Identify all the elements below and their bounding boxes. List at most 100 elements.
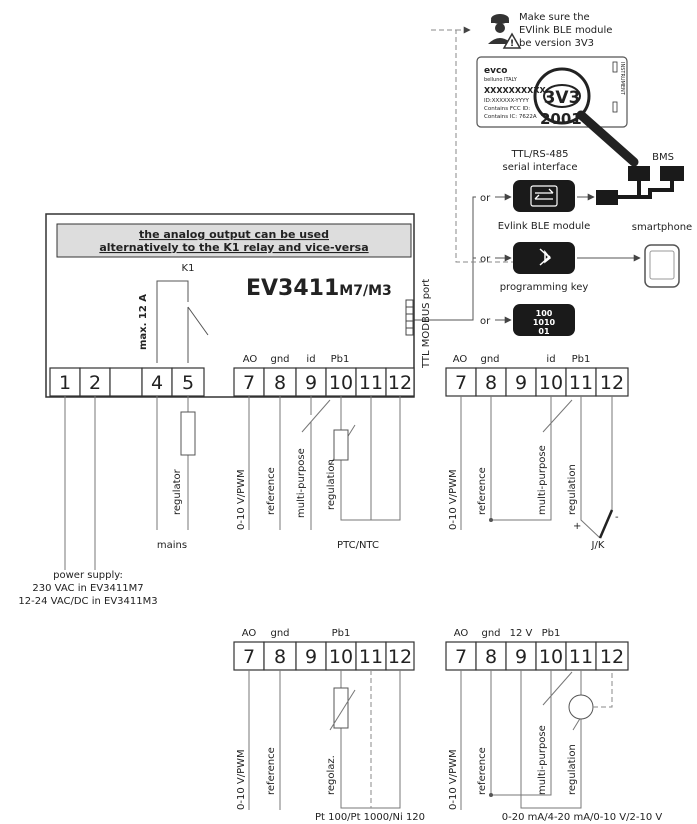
tr-caption: 0-20 mA/4-20 mA/0-10 V/2-10 V: [502, 812, 663, 823]
tc-plus-label: +: [573, 521, 581, 532]
svg-text:regolaz.: regolaz.: [326, 755, 337, 795]
svg-text:regulator: regulator: [172, 468, 183, 515]
warning-line-3: be version 3V3: [519, 38, 594, 49]
svg-text:2: 2: [89, 372, 101, 394]
smartphone-label: smartphone: [632, 222, 692, 233]
ttl-modbus-port-icon: [405, 299, 414, 336]
pt-terminal-block: 7 8 9 10 11 12: [233, 641, 415, 671]
svg-text:Pb1: Pb1: [332, 628, 351, 639]
svg-text:belluno ITALY: belluno ITALY: [484, 77, 518, 83]
svg-text:11: 11: [569, 646, 593, 668]
ptc-ntc-label: PTC/NTC: [337, 540, 379, 551]
binary-usb-icon: 100 1010 01: [513, 304, 575, 336]
svg-text:1: 1: [59, 372, 71, 394]
ptc-ntc-probe-icon: [333, 429, 349, 461]
svg-text:7: 7: [243, 646, 255, 668]
svg-text:5: 5: [182, 372, 194, 394]
svg-text:11: 11: [359, 372, 383, 394]
bms-network-icon: [596, 166, 684, 205]
svg-text:multi-purpose: multi-purpose: [537, 725, 548, 795]
svg-text:XXXXXXXXXX: XXXXXXXXXX: [484, 86, 547, 95]
svg-text:9: 9: [515, 646, 527, 668]
svg-text:multi-purpose: multi-purpose: [537, 445, 548, 515]
svg-text:id: id: [546, 354, 555, 365]
svg-text:INSTRUMENT: INSTRUMENT: [619, 62, 625, 96]
svg-text:10: 10: [329, 372, 353, 394]
tc-minus-label: -: [615, 512, 619, 523]
svg-text:4: 4: [151, 372, 163, 394]
warning-line-1: Make sure the: [519, 12, 590, 23]
svg-text:AO: AO: [242, 628, 257, 639]
regulator-load-icon: [180, 411, 196, 456]
bms-label: BMS: [652, 152, 674, 163]
mains-label: mains: [157, 540, 187, 551]
svg-text:100: 100: [536, 309, 553, 318]
svg-text:8: 8: [274, 372, 286, 394]
svg-text:reference: reference: [266, 747, 277, 795]
svg-text:7: 7: [243, 372, 255, 394]
notice-line-2: alternatively to the K1 relay and vice-v…: [99, 241, 368, 254]
evlink-label: Evlink BLE module: [498, 221, 591, 232]
svg-text:gnd: gnd: [481, 628, 500, 639]
svg-text:0-10 V/PWM: 0-10 V/PWM: [448, 749, 459, 810]
model-name: EV3411M7/M3: [246, 276, 392, 301]
svg-text:9: 9: [515, 372, 527, 394]
svg-text:11: 11: [359, 646, 383, 668]
svg-text:8: 8: [485, 372, 497, 394]
or-label-2: or: [480, 254, 491, 265]
svg-text:12 V: 12 V: [510, 628, 533, 639]
power-label-2: 230 VAC in EV3411M7: [32, 583, 143, 594]
max-current-label: max. 12 A: [138, 294, 149, 350]
svg-text:0-10 V/PWM: 0-10 V/PWM: [448, 469, 459, 530]
brand-logo: evco: [484, 66, 508, 76]
version-badge: 3V3: [544, 88, 581, 108]
svg-text:10: 10: [539, 372, 563, 394]
svg-text:1010: 1010: [533, 318, 556, 327]
or-label-1: or: [480, 193, 491, 204]
main-terminal-block: 1 2 4 5 7 8 9 10 11 12: [49, 367, 415, 397]
power-label-3: 12-24 VAC/DC in EV3411M3: [18, 596, 157, 607]
svg-text:reference: reference: [266, 467, 277, 515]
svg-text:Contains IC: 7622A: Contains IC: 7622A: [484, 114, 537, 120]
svg-text:regulation: regulation: [326, 459, 337, 510]
svg-text:AO: AO: [453, 354, 468, 365]
notice-box: [56, 223, 412, 258]
svg-text:2001: 2001: [540, 110, 582, 128]
svg-text:gnd: gnd: [270, 628, 289, 639]
tc-terminal-block: 7 8 9 10 11 12: [445, 367, 629, 397]
main-head-pb1: Pb1: [331, 354, 350, 365]
svg-text:!: !: [510, 39, 514, 49]
svg-text:gnd: gnd: [480, 354, 499, 365]
smartphone-icon: [644, 244, 680, 288]
svg-text:12: 12: [600, 372, 624, 394]
svg-text:regulation: regulation: [567, 464, 578, 515]
svg-text:reference: reference: [477, 467, 488, 515]
svg-text:8: 8: [485, 646, 497, 668]
notice-line-1: the analog output can be used: [139, 228, 329, 241]
svg-text:01: 01: [538, 327, 550, 336]
evlink-ble-module-icon: [513, 180, 575, 212]
svg-text:Contains FCC ID:: Contains FCC ID:: [484, 106, 530, 112]
ttl-label-1: TTL/RS-485: [511, 149, 569, 160]
main-head-id: id: [306, 354, 315, 365]
load-wires: [156, 396, 189, 530]
main-head-gnd: gnd: [270, 354, 289, 365]
svg-text:7: 7: [455, 372, 467, 394]
power-label-1: power supply:: [53, 570, 123, 581]
svg-text:AO: AO: [454, 628, 469, 639]
svg-text:12: 12: [600, 646, 624, 668]
ttl-modbus-port-label: TTL MODBUS port: [421, 279, 432, 369]
svg-text:10: 10: [329, 646, 353, 668]
transducer-icon: [568, 694, 594, 720]
svg-text:9: 9: [305, 646, 317, 668]
svg-text:12: 12: [388, 372, 412, 394]
tr-terminal-block: 7 8 9 10 11 12: [445, 641, 629, 671]
svg-text:12: 12: [388, 646, 412, 668]
power-wires: [64, 396, 96, 570]
svg-text:ID:XXXXXX-YYYY: ID:XXXXXX-YYYY: [484, 98, 529, 104]
tc-caption: J/K: [591, 540, 605, 551]
svg-text:Pb1: Pb1: [542, 628, 561, 639]
svg-text:8: 8: [274, 646, 286, 668]
magnifier-icon: 3V3: [533, 67, 639, 167]
